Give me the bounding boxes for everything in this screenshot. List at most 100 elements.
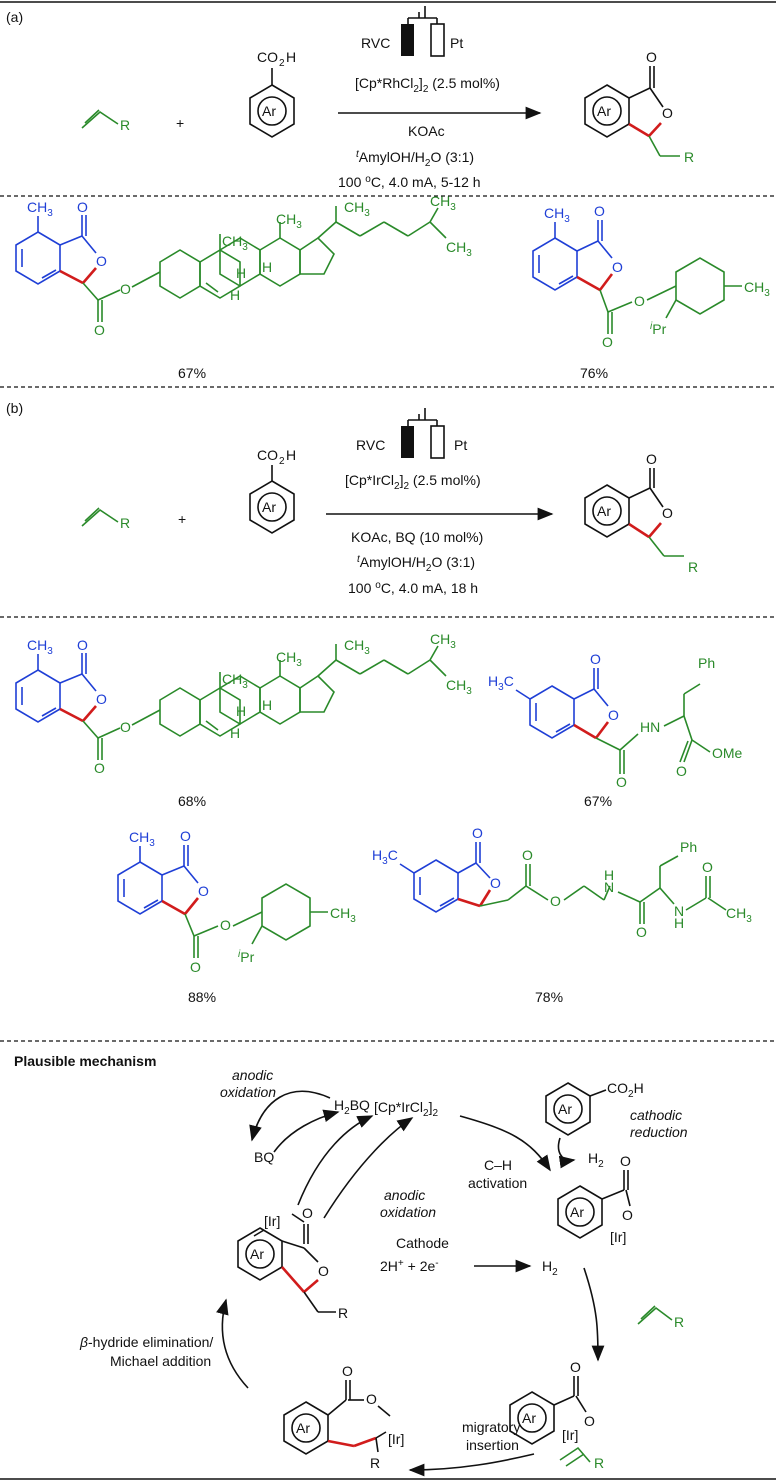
yield-b-2: 67% [584,793,612,809]
iridacycle-alkene: Ar O O [Ir] R [509,1359,604,1471]
svg-text:CH3: CH3 [276,649,302,669]
svg-text:CH3: CH3 [222,233,248,253]
svg-text:H: H [674,915,684,931]
svg-text:O: O [198,883,209,899]
svg-text:H3C: H3C [372,847,398,867]
svg-text:H: H [286,49,296,65]
svg-text:O: O [608,707,619,723]
svg-text:O: O [646,451,657,467]
svg-text:[Ir]: [Ir] [264,1213,280,1229]
lactone-product-a: Ar O O R [584,49,694,165]
iridacycle-1: Ar O O [Ir] [557,1153,633,1245]
mechanism-heading: Plausible mechanism [14,1053,156,1069]
yield-b-4: 78% [535,989,563,1005]
arrow-ch-activation [459,1115,551,1172]
anodic-oxidation-label-2: anodic [384,1187,425,1203]
svg-text:iPr: iPr [650,321,667,337]
svg-text:Ar: Ar [522,1410,536,1426]
svg-text:[Ir]: [Ir] [562,1427,578,1443]
svg-text:O: O [602,334,613,350]
svg-text:activation: activation [468,1175,527,1191]
svg-text:H: H [262,697,272,713]
svg-text:O: O [612,259,623,275]
plus-sign: + [178,511,186,527]
svg-text:O: O [77,637,88,653]
cathodic-reduction-label: cathodic [630,1107,682,1123]
svg-text:[Ir]: [Ir] [610,1229,626,1245]
svg-text:O: O [318,1263,329,1279]
svg-text:R: R [684,149,694,165]
svg-text:O: O [120,281,131,297]
svg-text:OMe: OMe [712,745,743,761]
catalyst-b: [Cp*IrCl2]2 (2.5 mol%) [345,472,481,492]
svg-text:O: O [190,959,201,975]
svg-text:O: O [662,105,673,121]
svg-text:H: H [230,725,240,741]
svg-text:O: O [570,1359,581,1375]
svg-text:reduction: reduction [630,1124,688,1140]
svg-text:N: N [604,879,614,895]
svg-text:O: O [366,1391,377,1407]
arrow-alkene-coordination [583,1267,605,1362]
svg-text:CO2H: CO2H [607,1080,644,1100]
svg-text:RVC: RVC [361,35,390,51]
svg-text:Ar: Ar [570,1204,584,1220]
svg-text:[Ir]: [Ir] [388,1431,404,1447]
solvent-b: tAmylOH/H2O (3:1) [357,554,475,574]
svg-text:N: N [674,903,684,919]
svg-text:O: O [180,828,191,844]
svg-text:CH3: CH3 [430,631,456,651]
svg-text:O: O [96,253,107,269]
arrow-beta-elimination [216,1298,249,1389]
svg-text:CH3: CH3 [446,677,472,697]
migratory-label: migratory [462,1419,520,1435]
bq-label: BQ [254,1149,274,1165]
svg-text:O: O [662,505,673,521]
svg-text:CH3: CH3 [330,905,356,925]
alkene-reagent-a: R [81,109,130,133]
svg-text:Ar: Ar [558,1101,572,1117]
svg-text:CH3: CH3 [726,905,752,925]
product-dipeptide-b: H3C O O O O H N O Ph N H O [372,825,752,940]
arrow-to-catalyst [297,1115,374,1206]
svg-text:O: O [702,859,713,875]
conditions-a: 100 oC, 4.0 mA, 5-12 h [338,174,481,190]
product-menthyl-a: CH3 O O O O CH3 iPr [532,203,770,350]
arrow-bq-to-h2bq [273,1109,340,1153]
svg-text:CH3: CH3 [27,637,53,657]
svg-text:H: H [236,703,246,719]
mech-alkene: R [637,1305,684,1330]
product-menthyl-b: CH3 O O O O CH3 iPr [117,828,356,975]
cathode-h2: H2 [542,1258,558,1278]
cathode-equation: 2H+ + 2e- [380,1258,439,1274]
electrolysis-setup-b: RVC Pt [356,408,467,459]
solvent-a: tAmylOH/H2O (3:1) [356,149,474,169]
conditions-b: 100 oC, 4.0 mA, 18 h [348,580,478,596]
svg-text:O: O [94,322,105,338]
svg-text:O: O [472,825,483,841]
svg-text:Ar: Ar [262,103,276,119]
svg-text:CH3: CH3 [27,199,53,219]
svg-text:O: O [594,203,605,219]
svg-text:O: O [634,293,645,309]
panel-b-label: (b) [6,400,23,416]
svg-text:R: R [338,1305,348,1321]
h2bq-label: H2BQ [334,1097,370,1117]
svg-text:H: H [286,447,296,463]
svg-text:O: O [590,651,601,667]
mech-catalyst: [Cp*IrCl2]2 [374,1099,438,1119]
svg-text:H: H [236,265,246,281]
product-cholesterol-b: CH3 O O O O CH3 CH3 H H H CH3 [15,631,472,776]
arrow-anodic [323,1117,414,1219]
svg-text:CH3: CH3 [544,205,570,225]
svg-text:Pt: Pt [450,35,463,51]
svg-text:O: O [636,924,647,940]
ch-activation-label: C–H [484,1157,512,1173]
arrow-migratory-insertion [408,1453,535,1477]
svg-text:O: O [676,763,687,779]
plus-sign: + [176,115,184,131]
svg-text:O: O [342,1363,353,1379]
svg-text:R: R [674,1314,684,1330]
svg-text:R: R [594,1455,604,1471]
